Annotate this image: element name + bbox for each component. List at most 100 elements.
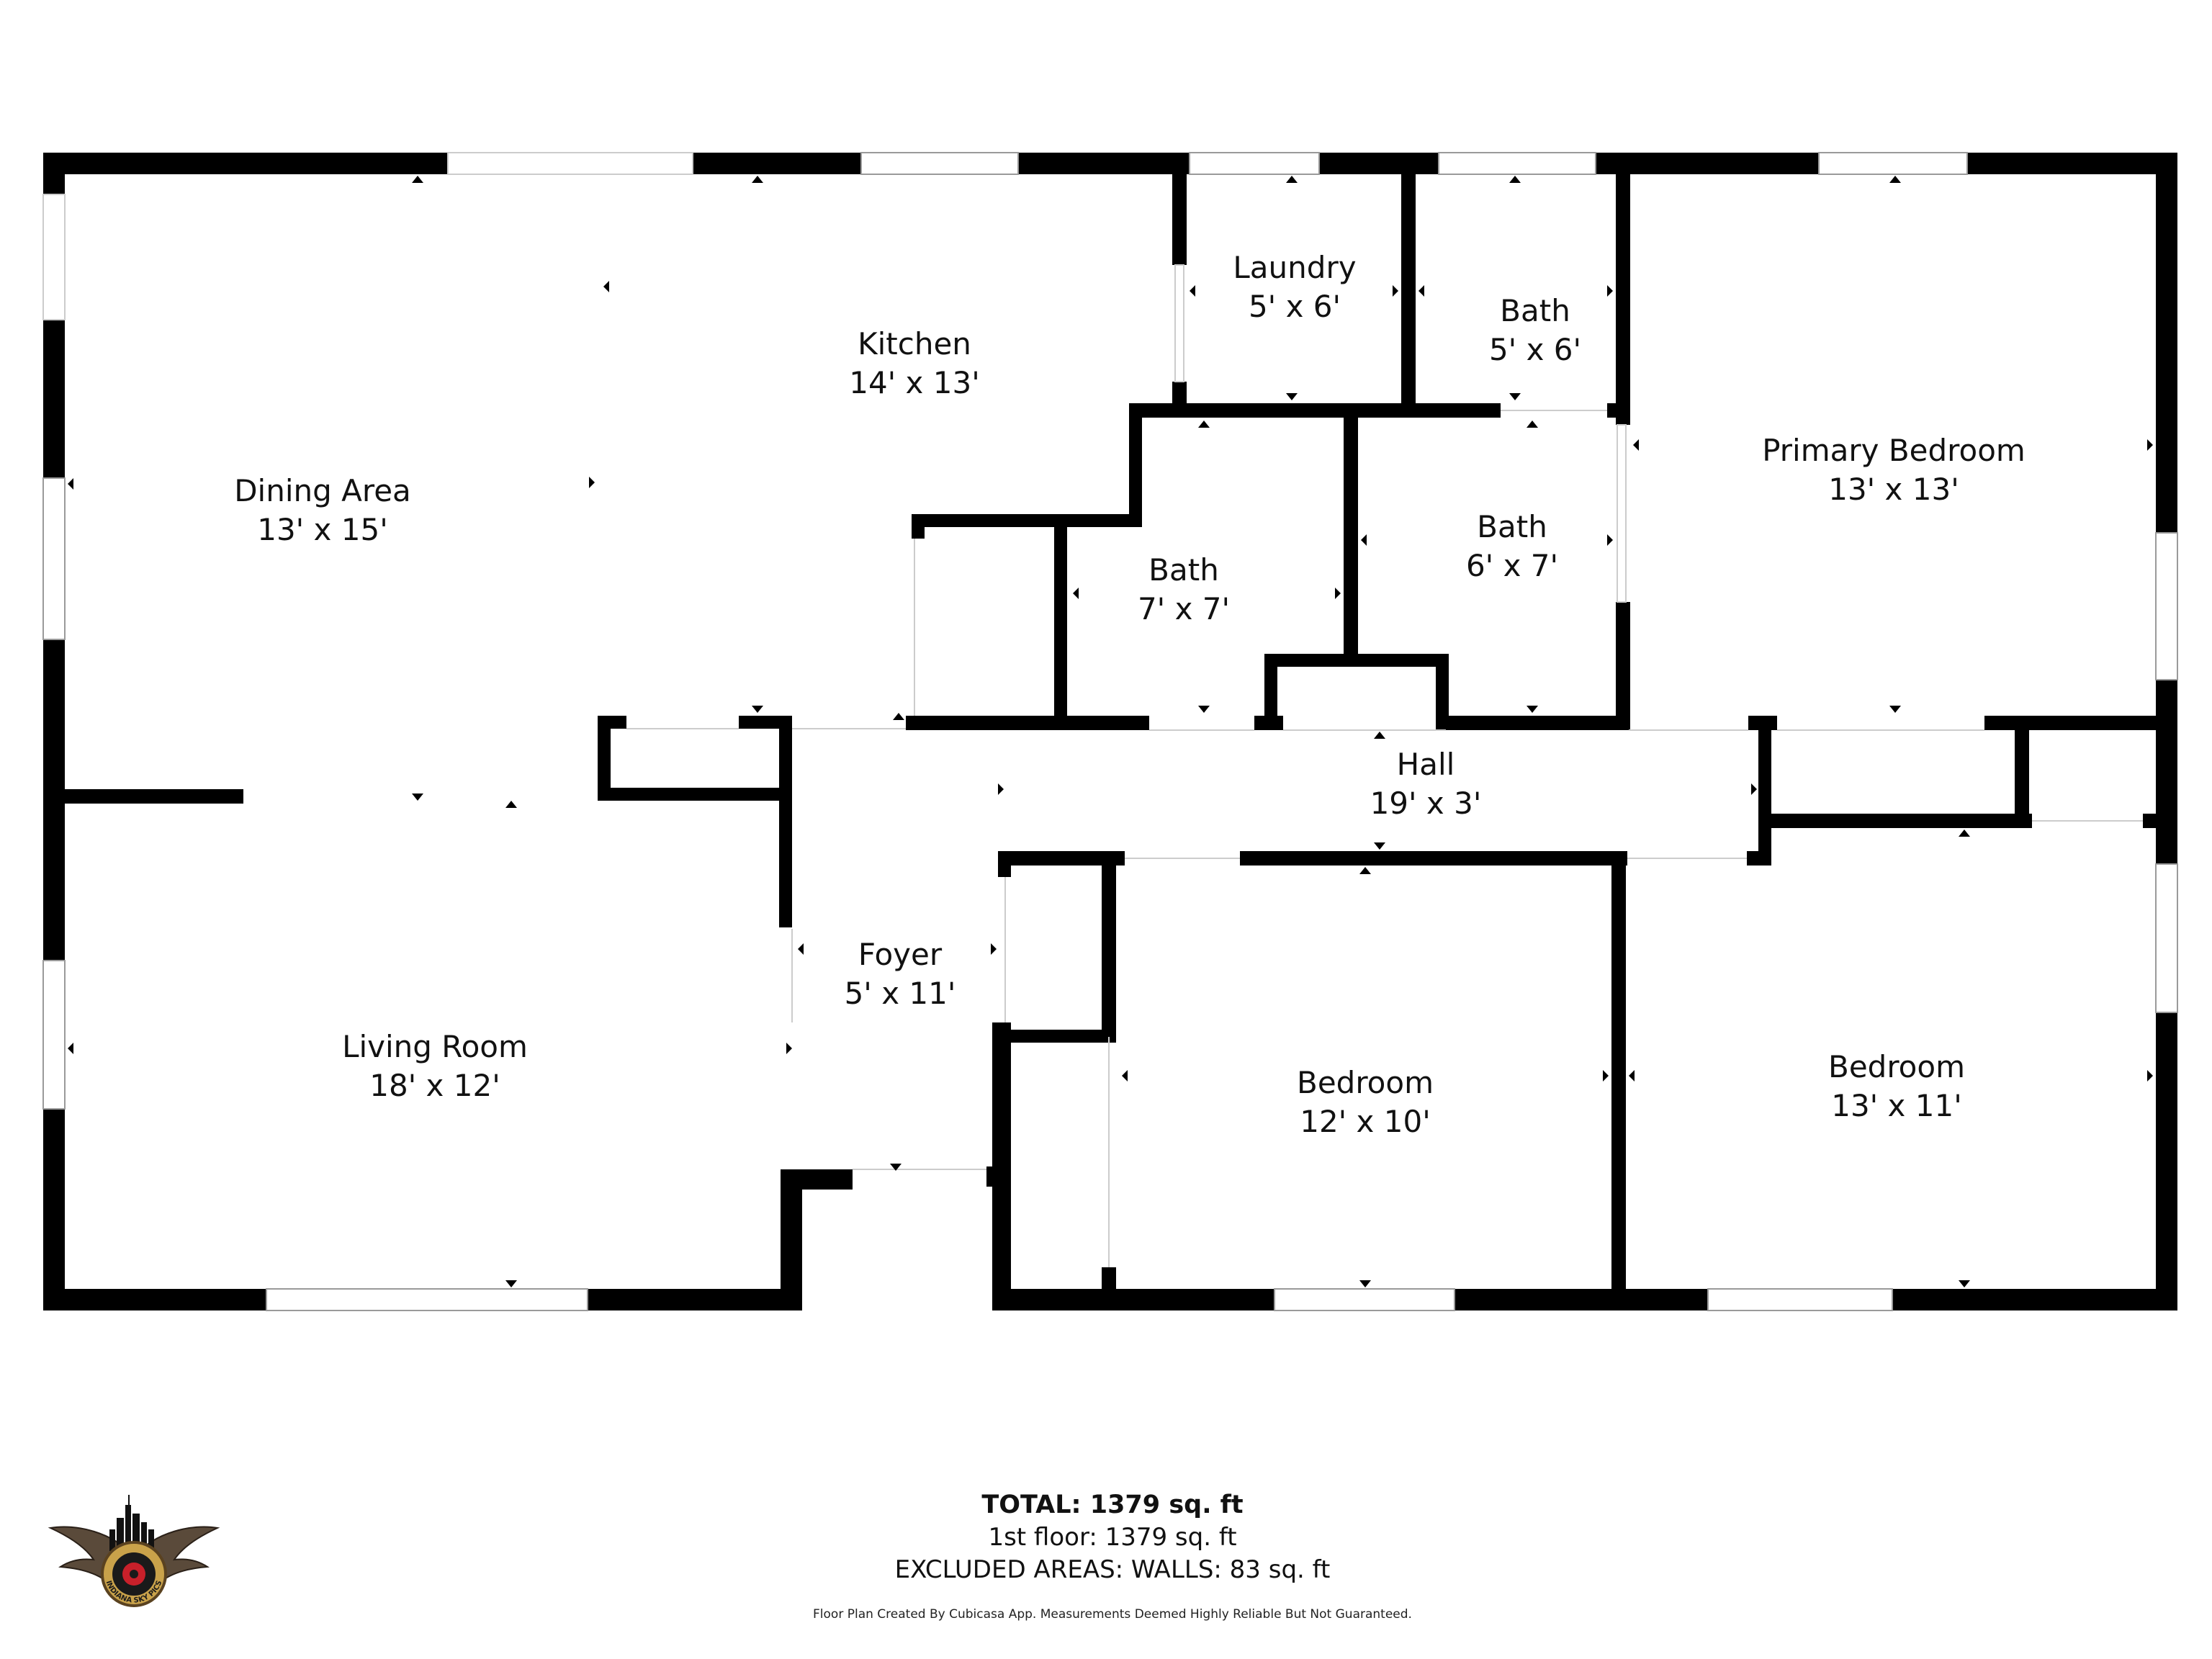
walls <box>43 153 2177 1310</box>
marker <box>1889 176 1901 183</box>
marker <box>68 1043 73 1054</box>
marker <box>505 1280 517 1287</box>
wall-segment <box>1401 174 1416 412</box>
wall-segment <box>2015 716 2029 828</box>
wall-segment <box>1129 403 1501 418</box>
room-name-primary-bedroom: Primary Bedroom <box>1762 433 2026 468</box>
total-area: TOTAL: 1379 sq. ft <box>981 1491 1244 1519</box>
marker <box>1527 421 1538 428</box>
room-size-kitchen: 14' x 13' <box>849 365 980 400</box>
skyline-icon <box>109 1495 154 1551</box>
room-name-hall: Hall <box>1397 747 1455 782</box>
marker <box>1374 732 1385 739</box>
area-summary: TOTAL: 1379 sq. ft 1st floor: 1379 sq. f… <box>648 1489 1577 1586</box>
wall-segment <box>1344 403 1358 662</box>
marker <box>1959 1280 1970 1287</box>
openings <box>626 410 2143 1267</box>
room-name-bath-top: Bath <box>1500 293 1570 328</box>
marker <box>1607 285 1613 297</box>
marker <box>991 943 997 955</box>
wall-segment <box>998 1030 1116 1043</box>
window <box>2155 863 2178 1013</box>
company-logo: INDIANA SKY PICS <box>48 1495 220 1607</box>
window <box>2155 532 2178 680</box>
room-size-dining: 13' x 15' <box>257 512 388 547</box>
marker <box>1362 853 1374 860</box>
marker <box>786 1043 792 1054</box>
marker <box>1374 842 1385 850</box>
room-size-bath-center: 7' x 7' <box>1138 591 1230 626</box>
windows <box>42 152 2178 1311</box>
marker <box>1335 588 1341 599</box>
wall-segment <box>1758 716 1771 864</box>
window <box>860 152 1019 175</box>
wall-segment <box>598 788 792 801</box>
marker <box>1359 1280 1371 1287</box>
wall-segment <box>1607 403 1622 418</box>
marker <box>1073 588 1079 599</box>
room-name-dining: Dining Area <box>234 473 411 508</box>
marker <box>1286 393 1298 400</box>
marker <box>1393 285 1398 297</box>
room-size-bath-right: 6' x 7' <box>1466 548 1558 583</box>
marker <box>2147 439 2153 451</box>
wall-segment <box>1616 174 1630 425</box>
marker <box>752 176 763 183</box>
marker <box>890 1164 902 1171</box>
wall-segment <box>1240 851 1627 866</box>
marker <box>505 801 517 808</box>
window <box>1274 1288 1455 1311</box>
room-name-bedroom-center: Bedroom <box>1297 1065 1434 1100</box>
dimension-markers <box>68 176 2153 1287</box>
wall-segment <box>998 851 1011 877</box>
room-name-living-room: Living Room <box>342 1029 528 1064</box>
room-name-foyer: Foyer <box>858 937 943 972</box>
marker <box>68 478 73 490</box>
window <box>1189 152 1320 175</box>
marker <box>589 477 595 488</box>
marker <box>603 281 609 292</box>
outer-wall-left <box>43 153 65 1310</box>
marker <box>1122 1070 1128 1082</box>
outer-wall-right <box>2156 153 2177 1310</box>
room-name-bath-center: Bath <box>1148 552 1219 588</box>
marker <box>1607 534 1613 546</box>
disclaimer: Floor Plan Created By Cubicasa App. Meas… <box>813 1607 1412 1622</box>
wall-segment <box>1102 851 1116 1037</box>
marker <box>1286 176 1298 183</box>
marker <box>1509 176 1521 183</box>
wall-segment <box>1436 654 1449 730</box>
wall-segment <box>1129 403 1142 524</box>
wall-segment <box>906 716 1149 730</box>
window <box>447 152 693 175</box>
marker <box>1603 1070 1609 1082</box>
marker <box>1361 534 1367 546</box>
wall-segment <box>739 716 792 729</box>
marker <box>1509 393 1521 400</box>
lens-center <box>130 1570 138 1578</box>
marker <box>412 176 423 183</box>
wall-segment <box>1264 654 1449 667</box>
room-name-bedroom-right: Bedroom <box>1828 1049 1965 1084</box>
room-name-bath-right: Bath <box>1477 509 1547 544</box>
outer-wall-bottom-right <box>992 1289 2177 1310</box>
wall-segment <box>912 514 925 539</box>
marker <box>2147 1070 2153 1082</box>
wall-segment <box>65 789 243 804</box>
room-size-hall: 19' x 3' <box>1370 786 1482 821</box>
wall-segment <box>2143 814 2177 828</box>
marker <box>1419 285 1424 297</box>
wall-segment <box>779 716 792 927</box>
wall-segment <box>1616 602 1630 730</box>
wall-segment <box>1758 814 2032 828</box>
window <box>1438 152 1596 175</box>
excluded-area: EXCLUDED AREAS: WALLS: 83 sq. ft <box>894 1555 1331 1584</box>
wall-segment <box>1254 716 1283 730</box>
wall-segment <box>1172 174 1187 265</box>
room-name-kitchen: Kitchen <box>858 326 971 361</box>
marker <box>1889 706 1901 713</box>
room-size-living-room: 18' x 12' <box>369 1068 500 1103</box>
window <box>42 477 66 640</box>
wall-segment <box>1054 514 1067 730</box>
